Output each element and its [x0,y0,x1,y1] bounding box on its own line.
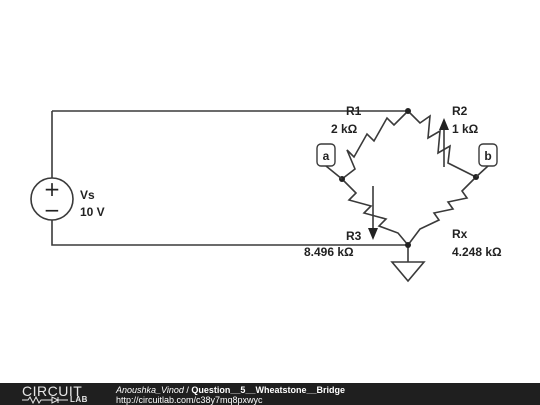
probe-b[interactable]: b [475,143,498,178]
r3-name-label: R3 [346,229,362,243]
bottom-node [405,242,411,248]
r1-name-label: R1 [346,104,362,118]
footer-credit: Anoushka_Vinod / Question__5__Wheatstone… [116,385,345,395]
circuitlab-logo-text: CIRCUIT [22,383,83,399]
voltage-source-vs[interactable]: + − [30,177,74,222]
circuit-symbol-icon [22,396,68,404]
footer-bar: CIRCUIT LAB Anoushka_Vinod / Question__5… [0,383,540,405]
ground-icon [390,261,426,283]
r1-value-label: 2 kΩ [331,122,358,136]
r2-variable-arrow [439,118,449,167]
circuit-url-link[interactable]: http://circuitlab.com/c38y7mq8pxwyc [116,395,263,405]
rx-name-label: Rx [452,227,468,241]
credit-separator: / [183,385,192,395]
resistor-r2[interactable] [407,110,477,178]
probe-a[interactable]: a [316,143,343,180]
probe-b-label: b [484,149,491,163]
rx-value-label: 4.248 kΩ [452,245,502,259]
resistor-rx[interactable] [407,176,477,246]
schematic-drawing: + − Vs 10 V a [30,104,502,283]
bottom-wire [51,219,408,246]
r3-variable-arrow [368,186,378,240]
top-node [405,108,411,114]
r2-value-label: 1 kΩ [452,122,479,136]
circuit-title[interactable]: Question__5__Wheatstone__Bridge [191,385,345,395]
resistor-r3[interactable] [341,178,409,246]
probe-a-label: a [323,149,330,163]
vs-value-label: 10 V [80,205,105,219]
resistor-r1[interactable] [341,110,409,180]
plus-sign: + [44,177,61,201]
voltage-source-body [30,177,74,221]
minus-sign: − [44,198,61,222]
r3-value-label: 8.496 kΩ [304,245,354,259]
circuitlab-logo-lab: LAB [70,395,88,404]
r2-name-label: R2 [452,104,468,118]
author-link[interactable]: Anoushka_Vinod [116,385,184,395]
vs-name-label: Vs [80,188,95,202]
